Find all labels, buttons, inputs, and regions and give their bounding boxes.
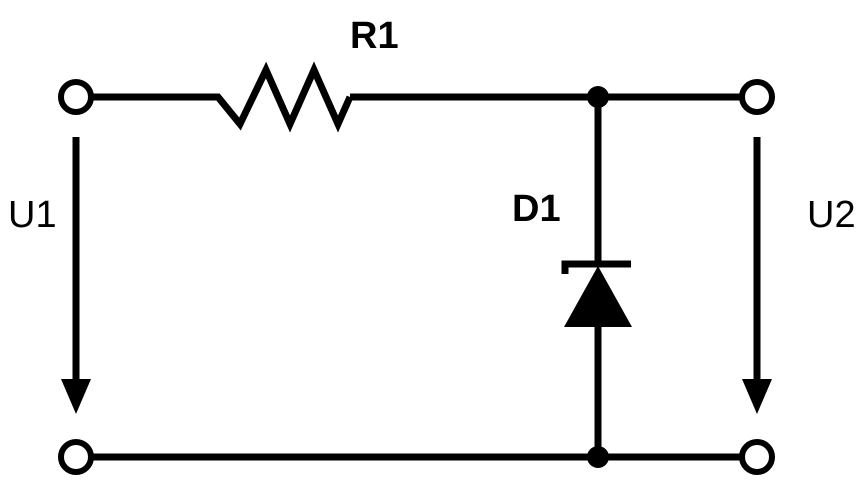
diode-d1-triangle	[564, 266, 632, 327]
resistor-r1-symbol	[205, 61, 354, 133]
u1-arrow-head	[61, 379, 91, 414]
terminal-output-bottom	[739, 439, 775, 475]
terminal-input-top	[58, 79, 94, 115]
diode-d1-cathode	[561, 260, 631, 274]
output-voltage-label: U2	[807, 194, 856, 236]
u2-arrow-head	[742, 379, 772, 414]
junction-bottom	[587, 446, 609, 468]
diode-label: D1	[512, 188, 561, 230]
resistor-label: R1	[350, 15, 399, 57]
terminal-input-bottom	[58, 439, 94, 475]
junction-top	[587, 86, 609, 108]
terminal-output-top	[739, 79, 775, 115]
input-voltage-label: U1	[8, 194, 57, 236]
